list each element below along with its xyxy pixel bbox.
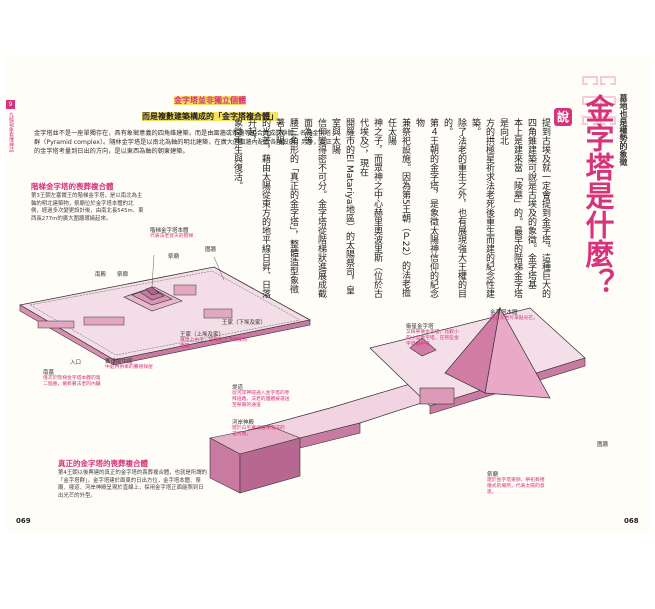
body-line: 開羅市的El Matariya地區）的太陽祭司，皇室與太陽 bbox=[330, 118, 354, 295]
label-step-pyramid: 階梯金字塔本體 bbox=[150, 228, 189, 234]
page-title: 金字塔是什麼？ bbox=[581, 94, 615, 297]
intro-text: 金字塔並不是一座單獨存在，具有象徵意義的四角錐建築，而是由圍牆或祭廟等組合而成的… bbox=[34, 130, 332, 155]
hieroglyph-decoration: 𓉐𓉐 𓉐𓉐 𓉐𓉐 bbox=[582, 75, 618, 129]
note-south-tomb: 僅次於階梯金字塔本體的第二個墓，儀葬著法老的內臟 bbox=[43, 376, 101, 387]
label-court-lower: 王家（下埃及家） bbox=[222, 320, 267, 326]
caption-step-text: 第3王朝左塞爾王的階梯金字塔，是以南北為主軸的明北建築物，祭廟位於金字塔本體的北… bbox=[31, 193, 144, 222]
body-line: 的光芒，藉由太陽從東方的地平線日昇、日落升起， bbox=[246, 118, 270, 298]
note-heb-sed: 中庭內供奉的賽德祥屋 bbox=[105, 365, 153, 370]
label-causeway: 堤道 bbox=[232, 385, 244, 391]
label-entrance: 入口 bbox=[70, 360, 82, 366]
body-line: 腰三角形的「真正的金字塔」，整體造型象徵著太陽 bbox=[274, 118, 298, 294]
pyramid-complex-illustration bbox=[209, 306, 586, 494]
body-line: 提到古埃及就一定會提到金字塔。這種巨大的 bbox=[540, 118, 550, 298]
note-court-upper: 再現上古王，當時首上下埃及的建築 bbox=[180, 338, 248, 349]
caption-true-pyramid-text: 第4王朝以後興建的真正的金字塔的喪葬複合體，也就是所謂的「金字塔群」。金字塔建於… bbox=[58, 470, 207, 499]
note-step-pyramid: 代表法老登天的階梯 bbox=[150, 234, 194, 239]
label-south-tomb: 南墓 bbox=[43, 370, 55, 376]
page-number-right: 068 bbox=[624, 517, 639, 525]
chapter-tab-text: 九條現象看懂神話 bbox=[8, 112, 14, 152]
note-satellite-pyramid: 又稱祭儀金字塔，比較小的小型金字塔，在有些金字塔群中有 bbox=[406, 330, 459, 347]
label-mortuary-right: 祭廟 bbox=[487, 472, 499, 478]
explanation-badge: 說 bbox=[554, 108, 572, 126]
label-pyramid-body: 金字塔本體 bbox=[490, 310, 518, 316]
body-line: 方的拱極星祈求法老死後重生而建的紀念性建築。 bbox=[470, 118, 494, 298]
label-court-upper: 王家（上埃及家） bbox=[180, 332, 225, 338]
body-line: 本上是建來當「陵墓」的。最早的階梯金字塔是向北 bbox=[498, 118, 522, 298]
caption-step-title: 階梯金字塔的喪葬複合體 bbox=[31, 182, 114, 191]
caption-true-pyramid-title: 真正的金字塔的喪葬複合體 bbox=[58, 459, 148, 468]
note-valley-temple: 建於白尼羅河沿岸而成的運河旁。 bbox=[232, 426, 285, 437]
body-line: 神之子，而眾神之中心赫里奧波里斯（位於古代埃及），現在 bbox=[358, 118, 382, 298]
label-south-temple: 南殿 bbox=[95, 272, 107, 278]
body-line: 四角錐建築可說是古埃及的象徵。金字塔基 bbox=[526, 118, 536, 289]
label-heb-sed-court: 賽德節中庭 bbox=[105, 359, 133, 365]
chapter-tab: 9 bbox=[6, 100, 15, 109]
heading-line-1: 金字塔並非獨立個體 bbox=[174, 96, 246, 105]
note-mortuary-right: 建於金字塔東側，祭祀葬禮儀式的場所，代表太陽的意思。 bbox=[487, 478, 545, 495]
body-line: 除了法老的重生之外，也有展現強大王權的目的。 bbox=[442, 118, 466, 298]
note-causeway: 從河岸神殿通入金字塔的參拜道路。法老的遺體被運送至祭廟的通道 bbox=[232, 391, 290, 408]
label-satellite-pyramid: 衛星金字塔 bbox=[406, 324, 434, 330]
page-number-left: 069 bbox=[16, 517, 31, 525]
body-columns: 提到古埃及就一定會提到金字塔。這種巨大的 四角錐建築可說是古埃及的象徵。金字塔基… bbox=[232, 118, 552, 298]
label-valley-temple: 河岸神殿 bbox=[232, 420, 255, 426]
label-enclosure-wall: 圍牆 bbox=[205, 247, 217, 253]
body-line: 第４王朝的金字塔，是象徵太陽神信仰的紀念物 bbox=[414, 118, 438, 298]
note-pyramid-body: 用石灰岩片來點光芒。 bbox=[490, 316, 538, 321]
body-line: 信仰變得密不可分。金字塔從階梯狀進展成截面為等 bbox=[302, 118, 326, 298]
body-line: 兼祭祀設施。因為第5王朝（Ｐ22）的法老擔任太陽 bbox=[386, 118, 410, 298]
body-line: 象徵重生與復活。 bbox=[232, 118, 242, 190]
label-mortuary-temple: 祭廟 bbox=[168, 254, 180, 260]
page-subtitle: 墓地也是權勢的象徵 bbox=[619, 94, 628, 166]
step-pyramid-illustration bbox=[18, 254, 312, 365]
heading-line-2: 而是複數建築構成的「金字塔複合體」 bbox=[142, 112, 278, 121]
label-temple-hall: 祭廊 bbox=[117, 272, 129, 278]
label-wall-right: 圍牆 bbox=[597, 442, 609, 448]
